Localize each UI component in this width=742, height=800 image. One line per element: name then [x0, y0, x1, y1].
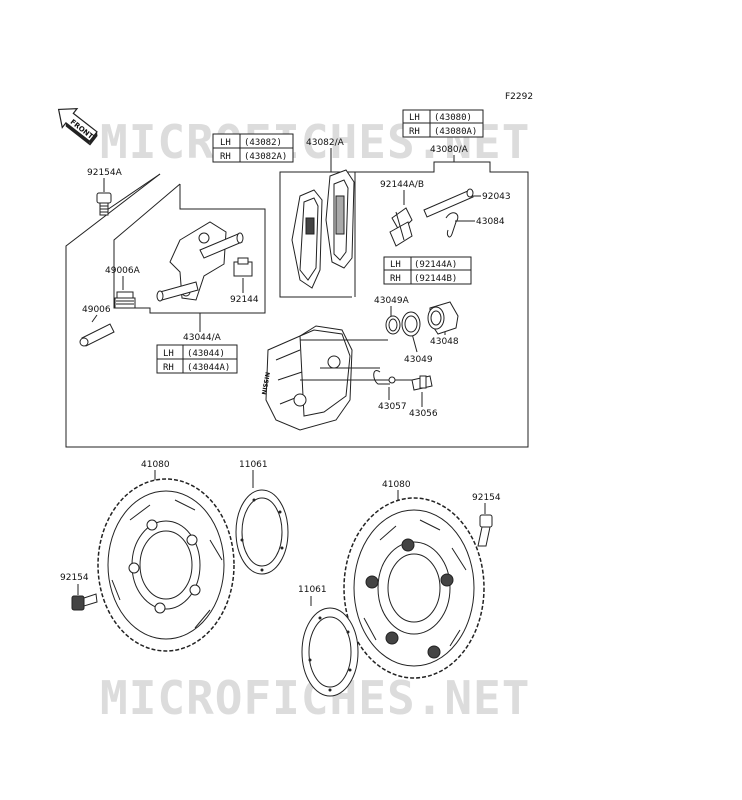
mounting-bolt-icon	[96, 192, 112, 216]
disc-bolt-left-icon	[71, 593, 98, 611]
table-92144-rh: RH	[390, 274, 401, 284]
table-43082-lh-part: (43082)	[244, 138, 282, 148]
bushing-icon	[114, 291, 136, 309]
slide-pin-icon	[79, 323, 115, 347]
table-43082-rh-part: (43082A)	[244, 152, 287, 162]
bolt-leader	[103, 173, 161, 213]
callout-92154-right: 92154	[472, 493, 501, 503]
table-92144-rh-part: (92144B)	[414, 274, 457, 284]
table-43080-lh-part: (43080)	[434, 113, 472, 123]
table-43044: LH (43044) RH (43044A)	[156, 344, 238, 374]
pin-clip-icon	[445, 212, 459, 238]
table-43080-rh-part: (43080A)	[434, 127, 477, 137]
table-43080: LH (43080) RH (43080A)	[402, 109, 484, 138]
caliper-body-icon: NISSIN	[261, 325, 420, 431]
table-43044-lh: LH	[163, 349, 174, 359]
callout-43082: 43082/A	[306, 138, 345, 148]
callout-11061-top: 11061	[239, 460, 268, 470]
caliper-bracket-icon	[156, 221, 244, 302]
callout-43084: 43084	[476, 217, 505, 227]
piston-icon	[427, 301, 459, 335]
table-92144-lh-part: (92144A)	[414, 260, 457, 270]
callout-11061-bottom: 11061	[298, 585, 327, 595]
table-43044-lh-part: (43044)	[187, 349, 225, 359]
callout-92154-left: 92154	[60, 573, 89, 583]
gasket-top-icon	[235, 489, 289, 575]
table-43044-rh: RH	[163, 363, 174, 373]
figure-code: F2292	[505, 92, 533, 102]
callout-49006: 49006	[82, 305, 111, 315]
table-43082: LH (43082) RH (43082A)	[212, 133, 294, 163]
table-43082-lh: LH	[220, 138, 231, 148]
callout-92043: 92043	[482, 192, 511, 202]
table-43080-lh: LH	[409, 113, 420, 123]
callout-41080-right: 41080	[382, 480, 411, 490]
callout-43056: 43056	[409, 409, 438, 419]
callout-43049A: 43049A	[374, 296, 410, 306]
brake-pad-icon	[291, 169, 355, 289]
callout-92144: 92144	[230, 295, 259, 305]
disc-bolt-right-icon	[477, 514, 493, 547]
callout-43044: 43044/A	[183, 333, 222, 343]
table-43082-rh: RH	[220, 152, 231, 162]
table-43044-rh-part: (43044A)	[187, 363, 230, 373]
subassembly-outline	[113, 183, 266, 314]
brake-disc-right-icon	[343, 497, 485, 679]
table-92144: LH (92144A) RH (92144B)	[383, 256, 472, 285]
table-92144-lh: LH	[390, 260, 401, 270]
svg-text:NISSIN: NISSIN	[261, 372, 272, 396]
callout-43080: 43080/A	[430, 145, 469, 155]
assembly-outline	[65, 161, 529, 448]
callout-41080-left: 41080	[141, 460, 170, 470]
gasket-bottom-icon	[301, 607, 359, 697]
callout-43057: 43057	[378, 402, 407, 412]
table-43080-rh: RH	[409, 127, 420, 137]
bleeder-valve-icon	[411, 375, 433, 391]
boot-icon	[233, 257, 253, 277]
pad-pin-icon	[423, 188, 474, 218]
pad-spring-icon	[389, 207, 413, 247]
callout-92144AB: 92144A/B	[380, 180, 424, 190]
callout-43048: 43048	[430, 337, 459, 347]
callout-92154A: 92154A	[87, 168, 123, 178]
dust-seal-icon	[401, 311, 421, 337]
brake-disc-left-icon	[97, 478, 235, 652]
callout-43049: 43049	[404, 355, 433, 365]
bleeder-cap-icon	[373, 370, 396, 385]
callout-49006A: 49006A	[105, 266, 141, 276]
piston-seal-icon	[385, 315, 401, 335]
front-arrow-icon: FRONT	[57, 107, 98, 146]
